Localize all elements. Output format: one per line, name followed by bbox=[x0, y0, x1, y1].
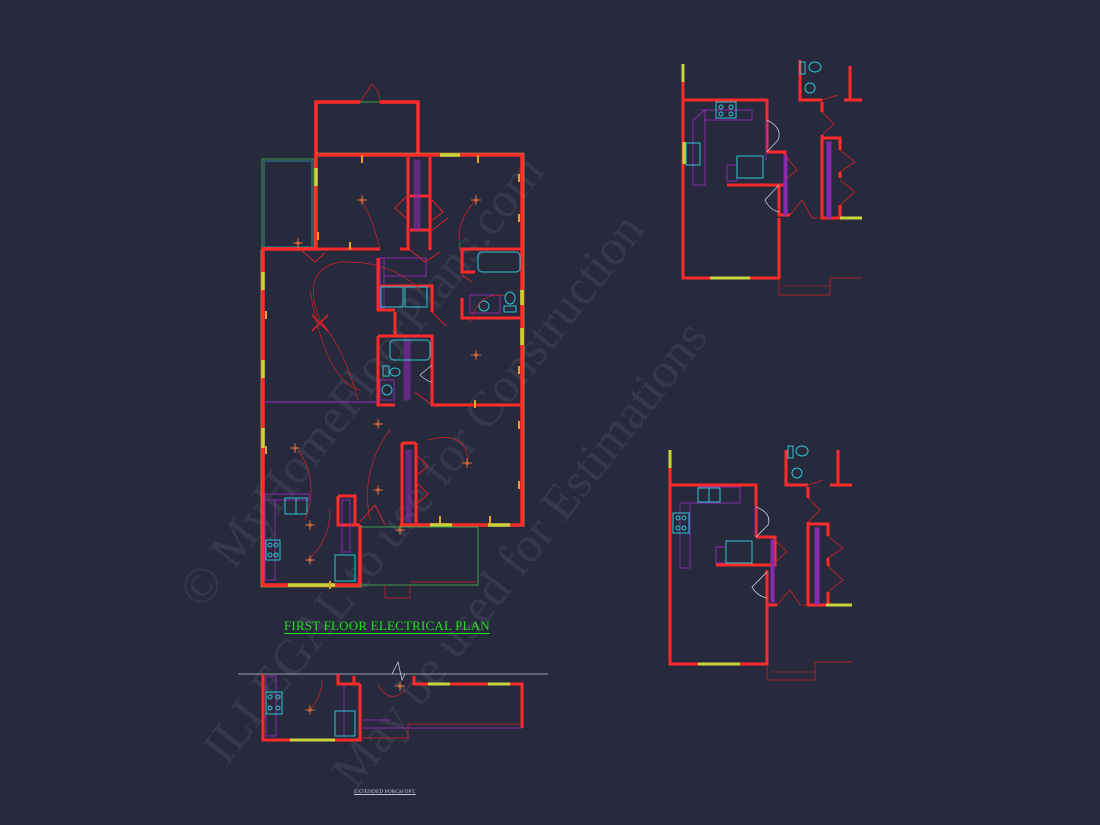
front-porch bbox=[360, 526, 479, 599]
bathtub-2 bbox=[389, 339, 431, 361]
range bbox=[265, 539, 281, 561]
rear-porch bbox=[314, 83, 420, 155]
porch-option-title: EXTENDED PORCH OPT. bbox=[354, 789, 416, 795]
kitchen-alternate-1 bbox=[681, 60, 862, 296]
dryer bbox=[404, 286, 428, 308]
bathtub-1 bbox=[477, 251, 521, 273]
plumbing-fixtures bbox=[265, 251, 521, 582]
exterior-walls bbox=[261, 153, 524, 587]
main-plan-title: FIRST FLOOR ELECTRICAL PLAN bbox=[284, 618, 490, 633]
pocket-door bbox=[419, 364, 433, 383]
washer bbox=[380, 286, 404, 308]
side-porch bbox=[261, 158, 315, 250]
interior-walls bbox=[265, 157, 522, 527]
extended-porch-option bbox=[238, 660, 548, 742]
first-floor-electrical-plan bbox=[260, 83, 525, 599]
windows bbox=[261, 153, 524, 587]
refrigerator bbox=[334, 554, 356, 582]
electrical-circuits bbox=[297, 199, 506, 561]
ceiling-fan-icon bbox=[311, 314, 329, 332]
door-swings bbox=[299, 194, 473, 526]
kitchen-alternate-2 bbox=[668, 445, 852, 681]
